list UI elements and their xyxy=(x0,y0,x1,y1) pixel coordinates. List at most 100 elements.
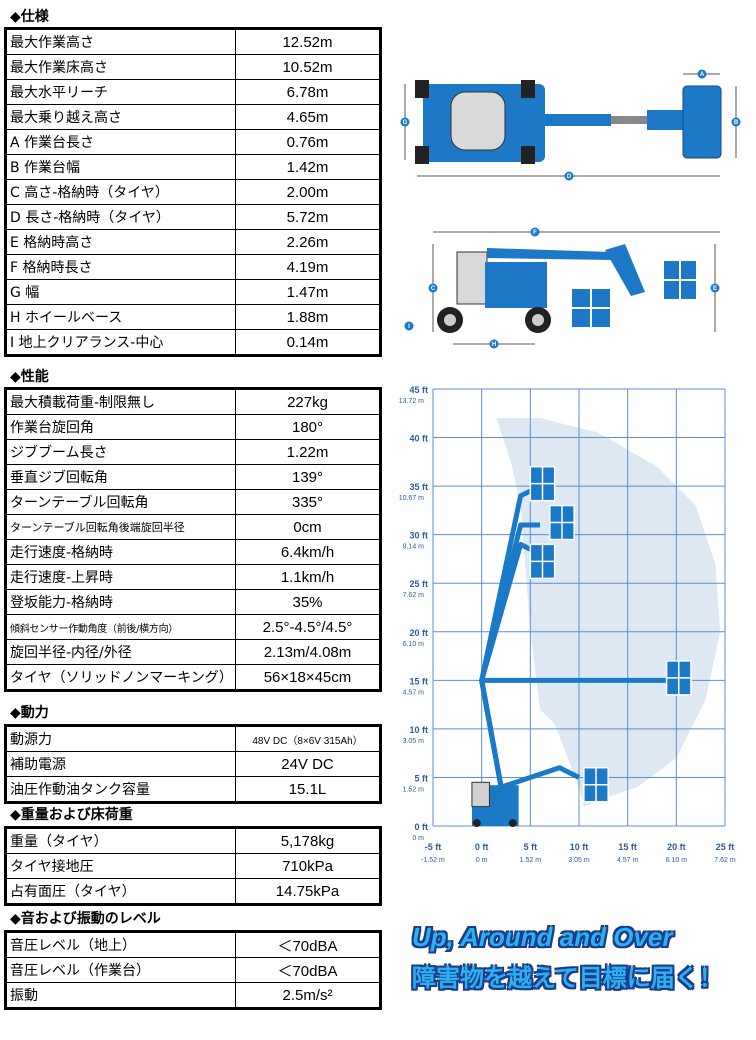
dim-letter-b: B xyxy=(734,120,739,126)
row-value: 24V DC xyxy=(235,751,380,777)
row-label: 最大水平リーチ xyxy=(6,79,236,105)
x-tick-label-m: 4.57 m xyxy=(617,857,639,864)
table-row: C 高さ-格納時（タイヤ）2.00m xyxy=(6,179,380,205)
row-label: 垂直ジブ回転角 xyxy=(6,464,236,490)
y-tick-label-m: 4.57 m xyxy=(403,689,425,696)
y-tick-label-m: 9.14 m xyxy=(403,544,425,551)
row-value: 2.00m xyxy=(235,179,380,205)
row-label: 旋回半径-内径/外径 xyxy=(6,639,236,665)
x-tick-label-ft: 20 ft xyxy=(667,842,686,852)
row-value: 48V DC（8×6V 315Ah） xyxy=(235,726,380,752)
row-label: 振動 xyxy=(6,982,236,1008)
row-label: 動源力 xyxy=(6,726,236,752)
row-label: タイヤ接地圧 xyxy=(6,853,236,879)
row-value: 6.78m xyxy=(235,79,380,105)
row-label: F 格納時長さ xyxy=(6,254,236,280)
row-value: 1.47m xyxy=(235,279,380,305)
row-label: 占有面圧（タイヤ） xyxy=(6,878,236,904)
dim-label-d xyxy=(564,171,574,181)
row-value: 335° xyxy=(235,489,380,515)
boom-arm xyxy=(500,765,581,790)
section-title-weight: ◆重量および床荷重 xyxy=(10,807,133,823)
row-label: 傾斜センサー作動角度（前後/横方向） xyxy=(6,614,236,640)
row-value: 2.5m/s² xyxy=(235,982,380,1008)
row-value: 2.26m xyxy=(235,229,380,255)
x-tick-label-m: 7.62 m xyxy=(714,857,736,864)
row-value: 139° xyxy=(235,464,380,490)
side-view-diagram: F C E H I xyxy=(404,227,720,349)
dim-label-h xyxy=(489,339,499,349)
section-title-performance: ◆性能 xyxy=(10,369,49,385)
row-value: 4.65m xyxy=(235,104,380,130)
row-label: タイヤ（ソリッドノンマーキング） xyxy=(6,664,236,690)
row-label: ターンテーブル回転角後端旋回半径 xyxy=(6,514,236,540)
row-value: 710kPa xyxy=(235,853,380,879)
top-view-diagram: A B G D xyxy=(400,69,741,181)
y-tick-label-ft: 20 ft xyxy=(409,628,428,638)
row-value: 227kg xyxy=(235,389,380,415)
x-tick-label-m: -1.52 m xyxy=(421,857,445,864)
dim-label-i xyxy=(404,321,414,331)
row-label: 最大作業高さ xyxy=(6,29,236,55)
y-tick-label-m: 1.52 m xyxy=(403,786,425,793)
row-label: B 作業台幅 xyxy=(6,154,236,180)
x-tick-label-ft: 25 ft xyxy=(716,842,735,852)
x-tick-label-ft: 15 ft xyxy=(618,842,637,852)
dim-letter-d: D xyxy=(567,174,572,180)
row-label: G 幅 xyxy=(6,279,236,305)
y-tick-label-m: 13.72 m xyxy=(399,398,424,405)
x-tick-label-ft: -5 ft xyxy=(425,842,442,852)
row-value: 1.88m xyxy=(235,304,380,330)
y-tick-label-ft: 40 ft xyxy=(409,434,428,444)
section-title-power: ◆動力 xyxy=(10,705,49,721)
row-label: 最大作業床高さ xyxy=(6,54,236,80)
y-tick-label-m: 3.05 m xyxy=(403,738,425,745)
row-value: 0.14m xyxy=(235,329,380,355)
row-label: E 格納時高さ xyxy=(6,229,236,255)
row-label: ターンテーブル回転角 xyxy=(6,489,236,515)
table-row: 音圧レベル（作業台）＜70dBA xyxy=(6,957,380,983)
row-value: 12.52m xyxy=(235,29,380,55)
row-label: A 作業台長さ xyxy=(6,129,236,155)
y-tick-label-ft: 35 ft xyxy=(409,482,428,492)
row-value: 5.72m xyxy=(235,204,380,230)
dim-letter-a: A xyxy=(700,72,705,78)
table-row: 占有面圧（タイヤ）14.75kPa xyxy=(6,878,380,904)
dim-label-c xyxy=(428,283,438,293)
x-tick-label-m: 1.52 m xyxy=(520,857,542,864)
y-tick-label-m: 10.67 m xyxy=(399,495,424,502)
table-row: 重量（タイヤ）5,178kg xyxy=(6,828,380,854)
row-label: 音圧レベル（地上） xyxy=(6,932,236,958)
row-value: 0.76m xyxy=(235,129,380,155)
x-tick-label-m: 6.10 m xyxy=(666,857,688,864)
top-view-machine xyxy=(415,80,722,164)
row-value: 4.19m xyxy=(235,254,380,280)
machine-wheel xyxy=(508,819,517,828)
row-value: 1.22m xyxy=(235,439,380,465)
dim-label-a xyxy=(697,69,707,79)
row-label: 重量（タイヤ） xyxy=(6,828,236,854)
dim-letter-g: G xyxy=(403,120,408,126)
machine-wheel xyxy=(472,819,481,828)
row-label: H ホイールベース xyxy=(6,304,236,330)
table-row: 音圧レベル（地上）＜70dBA xyxy=(6,932,380,958)
row-value: ＜70dBA xyxy=(235,932,380,958)
